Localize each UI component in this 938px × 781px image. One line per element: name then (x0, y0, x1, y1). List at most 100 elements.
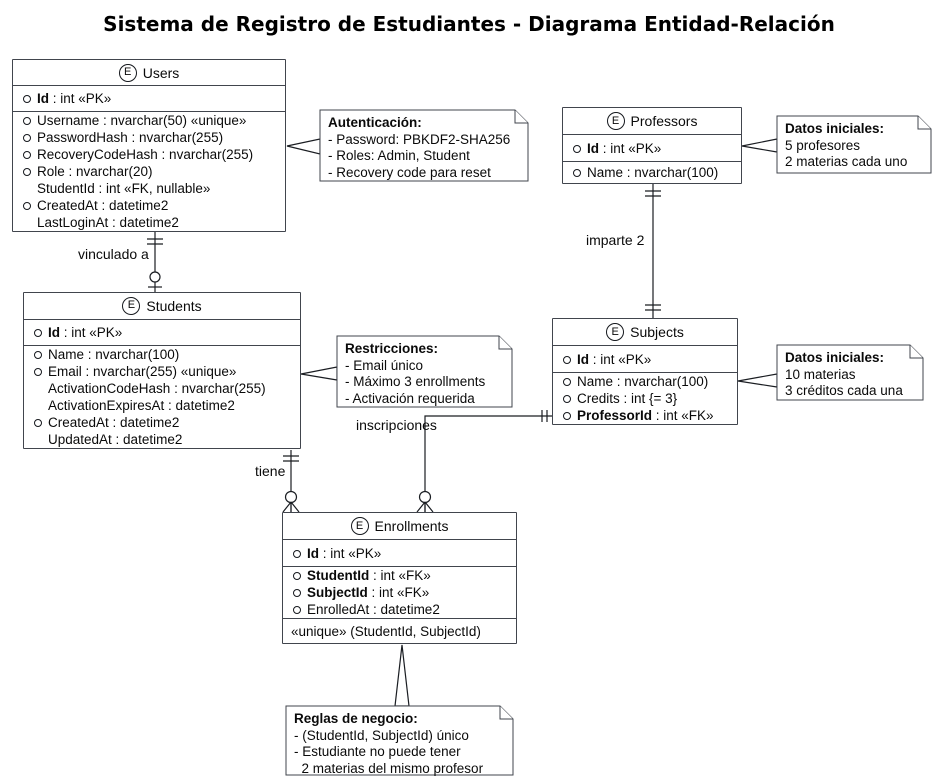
text-line: - Email único (345, 357, 424, 373)
field-circle-icon (573, 169, 581, 177)
note-fold-restricciones (498, 336, 512, 350)
field-type: : int «FK» (367, 585, 430, 600)
entity-professors-header: E Professors (563, 108, 741, 134)
field-type: Username : nvarchar(50) «unique» (37, 113, 247, 128)
note-body: - Password: PBKDF2-SHA256- Roles: Admin,… (328, 132, 510, 182)
field-circle-icon (23, 117, 31, 125)
relation-professors-subjects (645, 184, 661, 318)
field-row: Id : int «PK» (283, 545, 516, 562)
note-shape-datos-profesores (776, 115, 932, 174)
field-type: : int «PK» (60, 324, 123, 340)
field-row: ProfessorId : int «FK» (553, 407, 737, 424)
field-row: RecoveryCodeHash : nvarchar(255) (13, 146, 285, 163)
note-body: - (StudentId, SubjectId) único- Estudian… (294, 728, 483, 778)
note-title: Restricciones: (345, 341, 439, 356)
text-line: - Máximo 3 enrollments (345, 374, 486, 389)
note-autenticacion: Autenticación: - Password: PBKDF2-SHA256… (328, 115, 510, 181)
connector-professors-note (741, 138, 778, 153)
text-line: - Estudiante no puede tener (294, 744, 461, 759)
note-fold-datos-materias (909, 345, 923, 359)
field-row: Username : nvarchar(50) «unique» (13, 112, 285, 129)
entity-enrollments-pk-compartment: Id : int «PK» (283, 539, 516, 566)
entity-enrollments-header: E Enrollments (283, 513, 516, 539)
field-type: RecoveryCodeHash : nvarchar(255) (37, 147, 254, 162)
text-line: - Password: PBKDF2-SHA256 (328, 131, 511, 147)
entity-professors-pk-compartment: Id : int «PK» (563, 134, 741, 161)
entity-professors-fields-compartment: Name : nvarchar(100) (563, 161, 741, 183)
text-line: - Recovery code para reset (328, 164, 491, 180)
connector-students-note (300, 366, 338, 381)
field-row: Id : int «PK» (563, 140, 741, 157)
field-row: LastLoginAt : datetime2 (13, 214, 285, 231)
field-type: : int «PK» (589, 351, 652, 367)
field-name: ProfessorId (577, 408, 653, 423)
note-fold-datos-profesores (917, 116, 931, 130)
field-circle-icon (23, 168, 31, 176)
field-circle-icon (34, 419, 42, 427)
field-row: Email : nvarchar(255) «unique» (24, 363, 300, 380)
field-type: ActivationExpiresAt : datetime2 (48, 398, 235, 413)
relation-students-enrollments (282, 450, 300, 513)
field-circle-icon (293, 549, 301, 558)
field-type: Name : nvarchar(100) (577, 374, 709, 389)
field-type: Email : nvarchar(255) «unique» (48, 364, 237, 379)
field-circle-icon (293, 589, 301, 597)
connector-users-auth-note (286, 138, 321, 155)
note-connectors (286, 138, 778, 707)
field-circle-icon (23, 134, 31, 142)
field-name: Id (48, 324, 60, 340)
field-circle-icon (293, 572, 301, 580)
field-type: Credits : int {= 3} (577, 391, 678, 406)
entity-icon: E (606, 323, 625, 341)
field-circle-icon (573, 144, 581, 153)
text-line: 5 profesores (785, 137, 861, 153)
note-fold-autenticacion (514, 110, 528, 124)
entity-subjects-pk-compartment: Id : int «PK» (553, 345, 737, 372)
field-circle-icon (563, 378, 571, 386)
field-row: SubjectId : int «FK» (283, 584, 516, 601)
entity-icon: E (118, 63, 137, 82)
field-circle-icon (34, 368, 42, 376)
field-circle-icon (34, 328, 42, 337)
field-type: Name : nvarchar(100) (587, 165, 719, 180)
entity-professors: E Professors Id : int «PK» Name : nvarch… (562, 107, 742, 184)
field-name: Id (37, 91, 49, 106)
text-line: 3 créditos cada una (785, 383, 903, 398)
relation-subjects-enrollments (416, 410, 552, 513)
field-circle-icon (563, 355, 571, 364)
field-row: ActivationCodeHash : nvarchar(255) (24, 380, 300, 397)
entity-icon: E (350, 517, 369, 535)
relation-users-students (147, 232, 163, 292)
field-type: StudentId : int «FK, nullable» (37, 181, 211, 196)
field-circle-icon (293, 606, 301, 614)
field-type: : int «FK» (652, 408, 714, 423)
field-type: ActivationCodeHash : nvarchar(255) (48, 381, 266, 396)
field-row: Name : nvarchar(100) (24, 346, 300, 363)
note-title: Datos iniciales: (785, 121, 885, 136)
field-type: CreatedAt : datetime2 (37, 198, 169, 213)
field-type: EnrolledAt : datetime2 (307, 602, 440, 617)
field-row: Credits : int {= 3} (553, 390, 737, 407)
text-line: - Roles: Admin, Student (328, 148, 470, 163)
entity-enrollments-fields-compartment: StudentId : int «FK»SubjectId : int «FK»… (283, 566, 516, 618)
note-reglas-negocio: Reglas de negocio: - (StudentId, Subject… (294, 711, 483, 777)
field-row: CreatedAt : datetime2 (13, 197, 285, 214)
entity-enrollments: E Enrollments Id : int «PK» StudentId : … (282, 512, 517, 644)
field-type: : int «PK» (599, 140, 662, 156)
entity-students-header: E Students (24, 293, 300, 319)
entity-users-fields-compartment: Username : nvarchar(50) «unique»Password… (13, 111, 285, 231)
relation-label-vinculado-a: vinculado a (78, 246, 149, 262)
entity-users-pk-compartment: Id : int «PK» (13, 85, 285, 111)
text-line: 2 materias del mismo profesor (294, 760, 484, 776)
relation-label-imparte-2: imparte 2 (586, 232, 645, 248)
field-row: UpdatedAt : datetime2 (24, 431, 300, 448)
relation-label-tiene: tiene (255, 463, 286, 479)
field-circle-icon (563, 395, 571, 403)
text-line: «unique» (StudentId, SubjectId) (291, 623, 481, 639)
note-shape-reglas (285, 705, 514, 776)
